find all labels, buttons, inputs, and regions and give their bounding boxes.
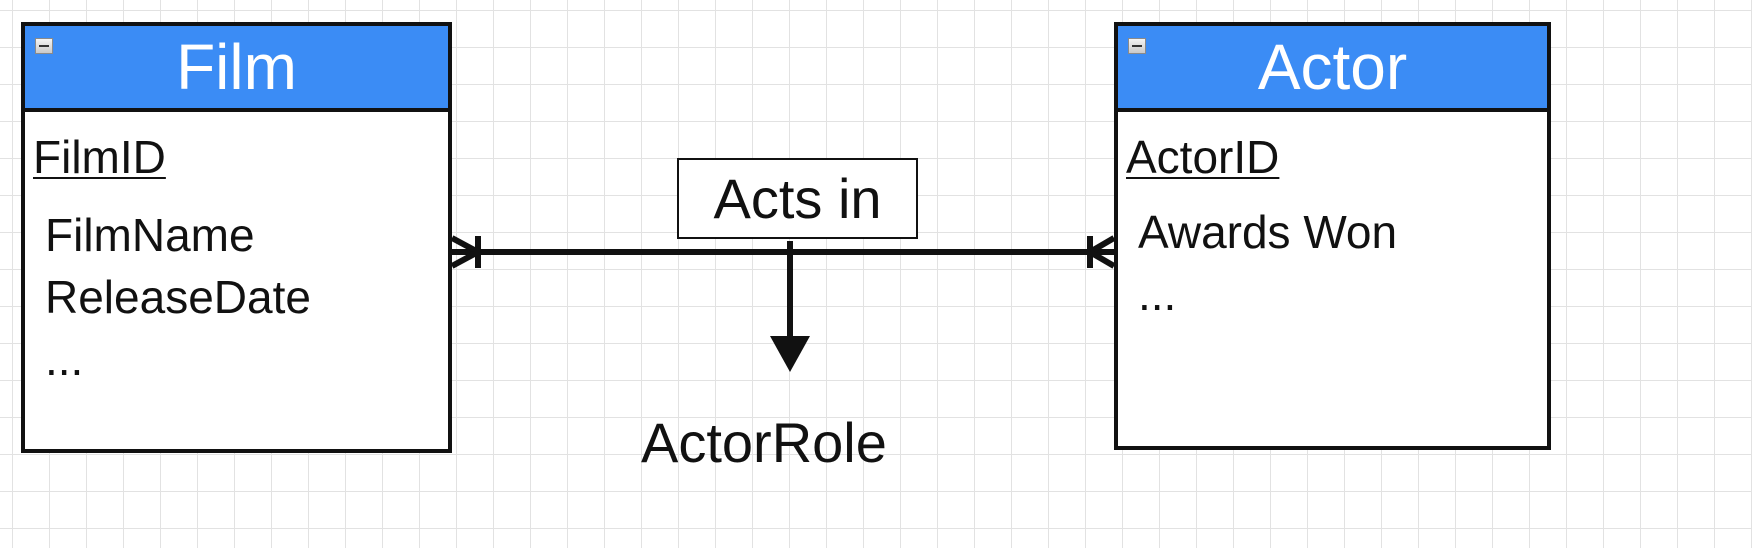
attribute-arrow-head: [770, 336, 810, 372]
film-attribute-list: FilmName ReleaseDate ...: [45, 204, 311, 390]
actor-entity[interactable]: Actor ActorID Awards Won ...: [1114, 22, 1551, 450]
relationship-label-box[interactable]: Acts in: [677, 158, 918, 239]
film-entity-title: Film: [176, 31, 297, 103]
actor-attribute: Awards Won: [1138, 206, 1398, 258]
actor-attribute-list: Awards Won ...: [1138, 201, 1397, 325]
actor-entity-header: Actor: [1118, 26, 1547, 112]
relationship-attribute: ActorRole: [641, 411, 887, 474]
film-attribute: ...: [45, 333, 84, 385]
film-attribute: ReleaseDate: [45, 271, 311, 323]
film-entity-header: Film: [25, 26, 448, 112]
relationship-label: Acts in: [713, 167, 882, 230]
actor-attribute: ...: [1138, 268, 1177, 320]
actor-end-crow-foot-lower: [1088, 249, 1116, 269]
actor-primary-key: ActorID: [1126, 131, 1280, 183]
film-entity[interactable]: Film FilmID FilmName ReleaseDate ...: [21, 22, 452, 453]
film-end-crow-foot-lower: [450, 249, 480, 269]
film-primary-key: FilmID: [33, 131, 166, 183]
actor-end-crow-foot-upper: [1088, 235, 1116, 255]
film-attribute: FilmName: [45, 209, 255, 261]
film-collapse-icon[interactable]: [35, 38, 53, 54]
actor-collapse-icon[interactable]: [1128, 38, 1146, 54]
actor-entity-title: Actor: [1257, 31, 1408, 103]
film-end-crow-foot-upper: [450, 235, 480, 255]
